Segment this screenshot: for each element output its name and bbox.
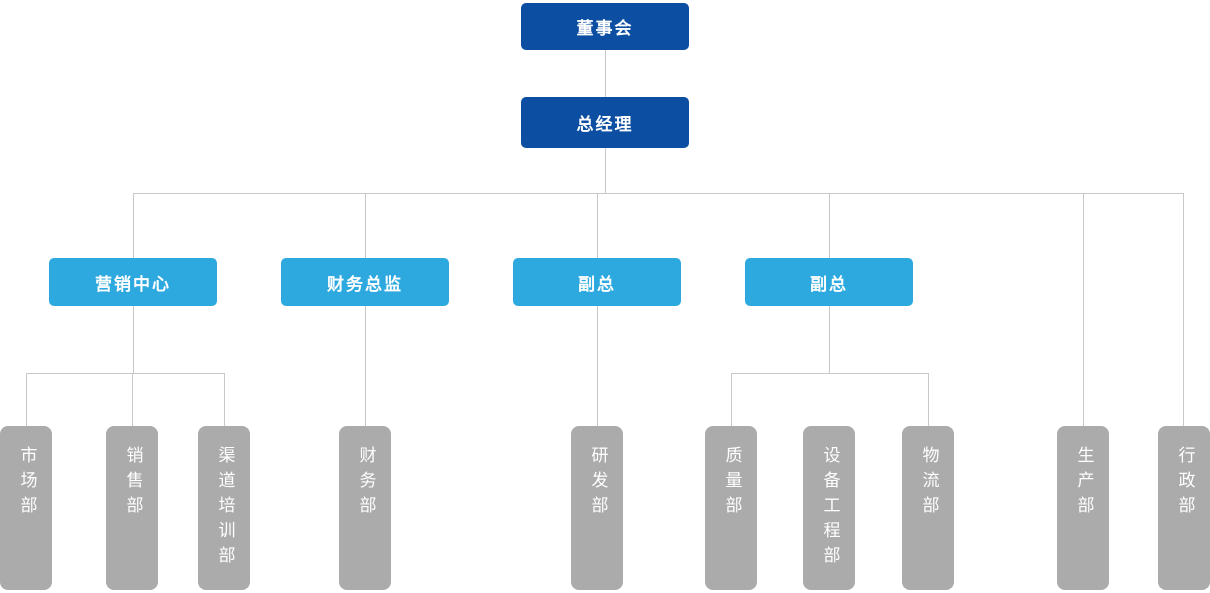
dept-channel-training-label: 渠道培训部 bbox=[214, 446, 235, 571]
dept-sales-label: 销售部 bbox=[122, 446, 143, 521]
dept-quality: 质量部 bbox=[705, 426, 757, 590]
node-general-manager: 总经理 bbox=[521, 97, 689, 148]
connector-drop-finance-director bbox=[365, 193, 366, 258]
connector-drop-quality-dept bbox=[731, 373, 732, 426]
connector-drop-market-dept bbox=[26, 373, 27, 426]
node-board-label: 董事会 bbox=[576, 19, 634, 39]
dept-finance: 财务部 bbox=[339, 426, 391, 590]
connector-main-horizontal bbox=[133, 193, 1184, 194]
connector-drop-marketing bbox=[133, 193, 134, 258]
dept-production: 生产部 bbox=[1057, 426, 1109, 590]
dept-equipment-engineering-label: 设备工程部 bbox=[819, 446, 840, 571]
node-finance-director: 财务总监 bbox=[281, 258, 449, 306]
dept-quality-label: 质量部 bbox=[721, 446, 742, 521]
node-finance-director-label: 财务总监 bbox=[327, 274, 403, 295]
dept-logistics-label: 物流部 bbox=[918, 446, 939, 521]
connector-gm-drop bbox=[605, 148, 606, 193]
connector-drop-vp2 bbox=[829, 193, 830, 258]
connector-drop-production bbox=[1083, 193, 1084, 426]
node-vp-2: 副总 bbox=[745, 258, 913, 306]
dept-market: 市场部 bbox=[0, 426, 52, 590]
dept-channel-training: 渠道培训部 bbox=[198, 426, 250, 590]
connector-board-to-gm bbox=[605, 50, 606, 97]
node-marketing-center: 营销中心 bbox=[49, 258, 217, 306]
dept-sales: 销售部 bbox=[106, 426, 158, 590]
connector-vp2-horizontal bbox=[731, 373, 929, 374]
connector-marketing-drop bbox=[133, 306, 134, 373]
dept-administration-label: 行政部 bbox=[1174, 446, 1195, 521]
dept-finance-label: 财务部 bbox=[355, 446, 376, 521]
node-vp-1: 副总 bbox=[513, 258, 681, 306]
connector-drop-logistics-dept bbox=[928, 373, 929, 426]
node-general-manager-label: 总经理 bbox=[576, 115, 634, 135]
node-vp-2-label: 副总 bbox=[810, 274, 848, 295]
dept-rnd-label: 研发部 bbox=[587, 446, 608, 521]
connector-drop-finance-dept bbox=[365, 306, 366, 426]
dept-logistics: 物流部 bbox=[902, 426, 954, 590]
node-board: 董事会 bbox=[521, 3, 689, 50]
connector-drop-administration bbox=[1183, 193, 1184, 426]
node-vp-1-label: 副总 bbox=[578, 274, 616, 295]
connector-vp2-drop bbox=[829, 306, 830, 373]
connector-drop-sales-dept bbox=[132, 373, 133, 426]
node-marketing-center-label: 营销中心 bbox=[95, 274, 171, 295]
connector-drop-rnd-dept bbox=[597, 306, 598, 426]
connector-drop-vp1 bbox=[597, 193, 598, 258]
dept-production-label: 生产部 bbox=[1073, 446, 1094, 521]
connector-marketing-horizontal bbox=[26, 373, 225, 374]
dept-rnd: 研发部 bbox=[571, 426, 623, 590]
dept-market-label: 市场部 bbox=[16, 446, 37, 521]
dept-equipment-engineering: 设备工程部 bbox=[803, 426, 855, 590]
dept-administration: 行政部 bbox=[1158, 426, 1210, 590]
connector-drop-channel-training-dept bbox=[224, 373, 225, 426]
